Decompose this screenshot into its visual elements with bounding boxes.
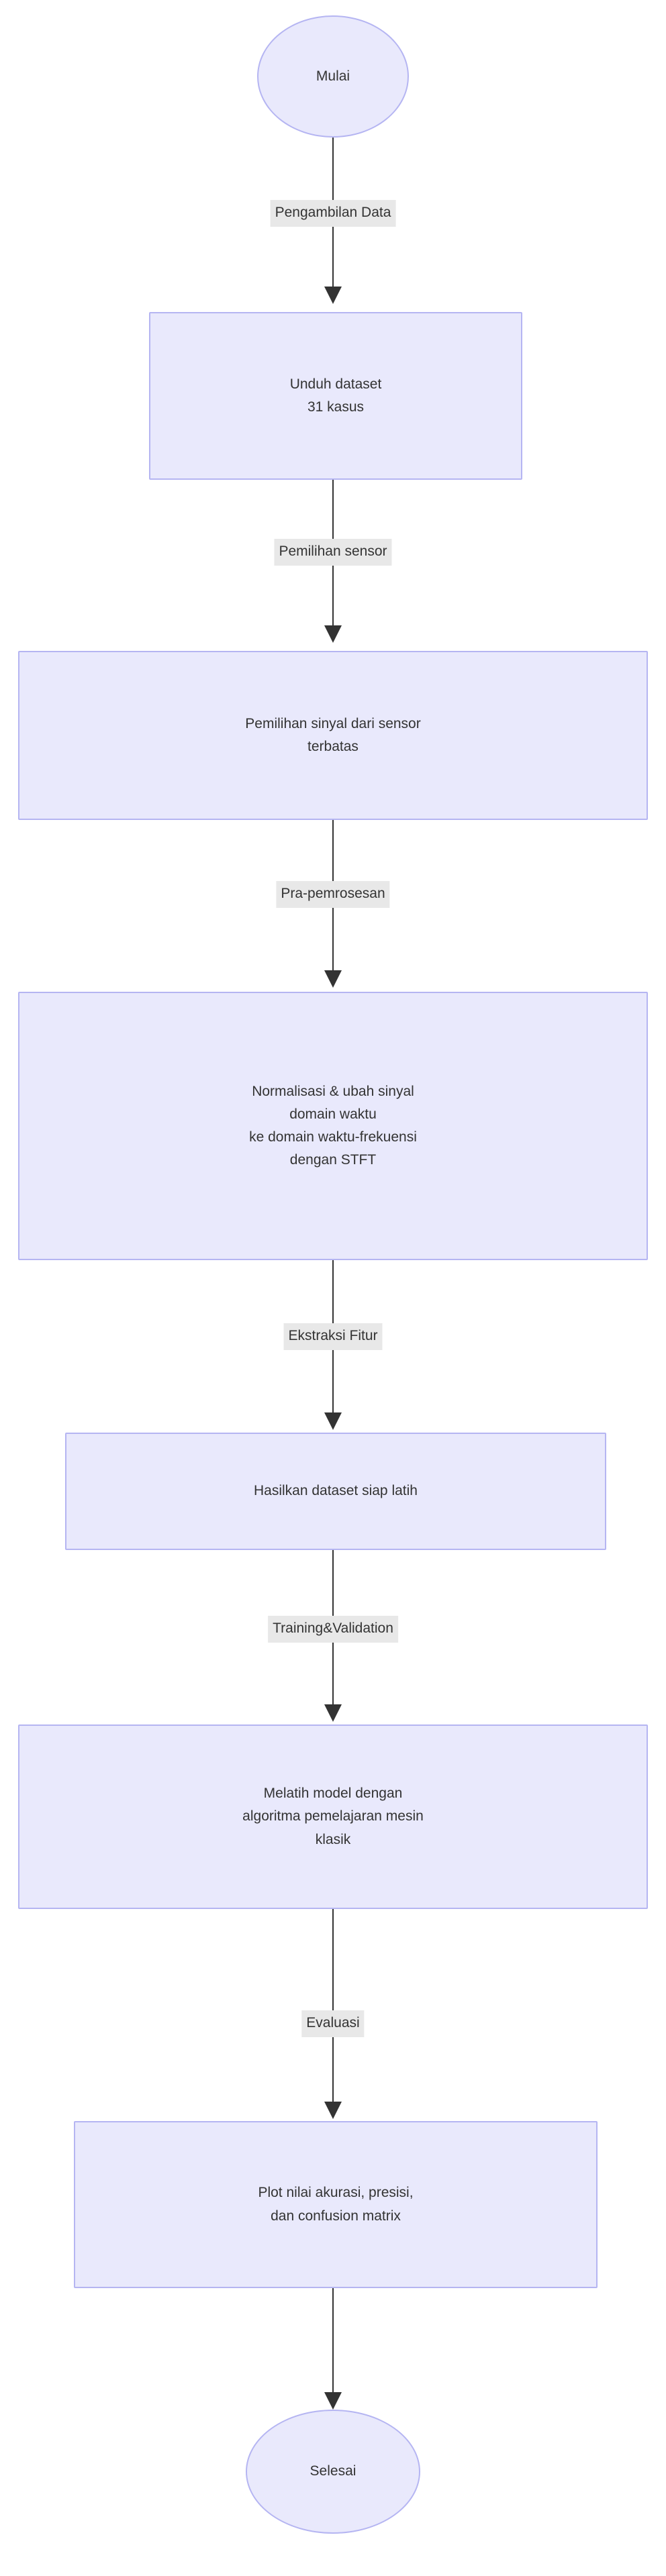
- node-normalisasi-stft[interactable]: Normalisasi & ubah sinyal domain waktu k…: [18, 992, 648, 1260]
- node-unduh-dataset[interactable]: Unduh dataset 31 kasus: [149, 312, 522, 480]
- edge-line-plot-to-end: [332, 2288, 334, 2392]
- node-plot-evaluasi-label: Plot nilai akurasi, presisi, dan confusi…: [258, 2185, 414, 2224]
- arrow-head-unduh-to-pemilihan: [324, 625, 342, 643]
- edge-label-pengambilan-data: Pengambilan Data: [270, 200, 396, 227]
- arrow-head-melatih-to-plot: [324, 2102, 342, 2119]
- node-melatih-model[interactable]: Melatih model dengan algoritma pemelajar…: [18, 1724, 648, 1909]
- arrow-head-pemilihan-to-normalisasi: [324, 970, 342, 988]
- arrow-head-hasilkan-to-melatih: [324, 1704, 342, 1722]
- node-pemilihan-sinyal-label: Pemilihan sinyal dari sensor terbatas: [245, 715, 421, 754]
- node-pemilihan-sinyal[interactable]: Pemilihan sinyal dari sensor terbatas: [18, 651, 648, 820]
- arrow-head-plot-to-end: [324, 2392, 342, 2410]
- edge-line-melatih-to-plot: [332, 1909, 334, 2102]
- arrow-head-normalisasi-to-hasilkan: [324, 1412, 342, 1430]
- node-hasilkan-dataset-label: Hasilkan dataset siap latih: [254, 1483, 418, 1499]
- edge-label-pra-pemrosesan: Pra-pemrosesan: [276, 881, 390, 909]
- node-plot-evaluasi[interactable]: Plot nilai akurasi, presisi, dan confusi…: [74, 2121, 598, 2288]
- edge-label-pemilihan-sensor: Pemilihan sensor: [274, 539, 392, 566]
- node-hasilkan-dataset[interactable]: Hasilkan dataset siap latih: [65, 1433, 606, 1550]
- node-end-label: Selesai: [310, 2463, 356, 2479]
- node-unduh-dataset-label: Unduh dataset 31 kasus: [289, 376, 382, 415]
- node-normalisasi-stft-label: Normalisasi & ubah sinyal domain waktu k…: [249, 1083, 417, 1168]
- node-start[interactable]: Mulai: [257, 15, 409, 138]
- edge-label-evaluasi: Evaluasi: [301, 2010, 365, 2038]
- arrow-head-start-to-unduh: [324, 287, 342, 304]
- edge-label-training-validation: Training&Validation: [268, 1616, 398, 1643]
- edge-label-ekstraksi-fitur: Ekstraksi Fitur: [283, 1323, 383, 1351]
- node-start-label: Mulai: [316, 68, 350, 84]
- node-melatih-model-label: Melatih model dengan algoritma pemelajar…: [242, 1786, 424, 1847]
- node-end[interactable]: Selesai: [246, 2410, 420, 2534]
